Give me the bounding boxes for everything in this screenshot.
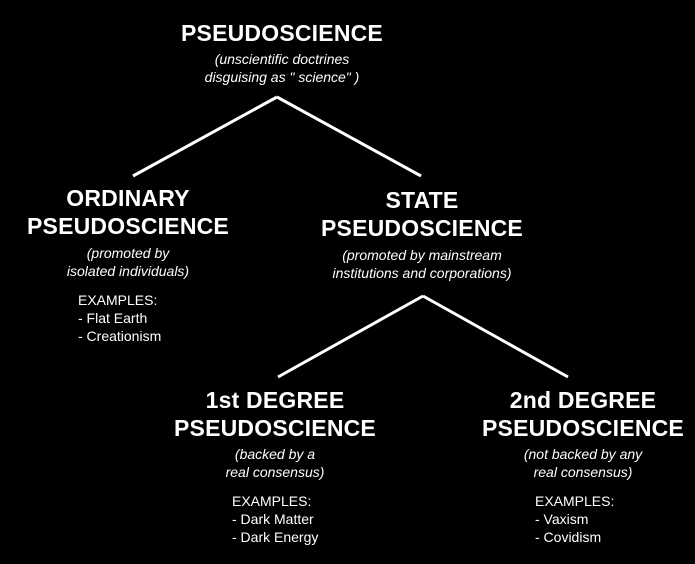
second-degree-examples-heading: EXAMPLES:	[535, 493, 615, 509]
second-degree-node: 2nd DEGREE PSEUDOSCIENCE (not backed by …	[463, 386, 695, 481]
state-title-line2: PSEUDOSCIENCE	[321, 215, 523, 241]
second-degree-examples: EXAMPLES: - Vaxism - Covidism	[535, 492, 614, 546]
first-degree-title-line2: PSEUDOSCIENCE	[174, 415, 376, 441]
ordinary-title: ORDINARY PSEUDOSCIENCE	[8, 184, 248, 240]
ordinary-subtitle-line2: isolated individuals)	[66, 263, 190, 279]
second-degree-example-item: - Vaxism	[535, 511, 589, 527]
root-title: PSEUDOSCIENCE	[132, 19, 432, 47]
ordinary-examples-heading: EXAMPLES:	[78, 292, 158, 308]
connector-root-to-ordinary	[132, 95, 278, 178]
ordinary-subtitle-line1: (promoted by	[86, 245, 170, 261]
state-title: STATE PSEUDOSCIENCE	[272, 186, 572, 242]
state-title-line1: STATE	[385, 187, 459, 213]
connector-state-to-first-degree	[277, 294, 424, 379]
first-degree-subtitle-line1: (backed by a	[234, 446, 316, 462]
ordinary-example-item: - Flat Earth	[78, 310, 148, 326]
second-degree-title: 2nd DEGREE PSEUDOSCIENCE	[463, 386, 695, 442]
second-degree-subtitle-line1: (not backed by any	[523, 446, 643, 462]
second-degree-subtitle: (not backed by any real consensus)	[463, 445, 695, 481]
state-subtitle: (promoted by mainstream institutions and…	[272, 246, 572, 282]
root-subtitle-line1: (unscientific doctrines	[214, 51, 350, 67]
state-subtitle-line1: (promoted by mainstream	[342, 247, 502, 263]
ordinary-example-item: - Creationism	[78, 328, 162, 344]
first-degree-example-item: - Dark Energy	[232, 529, 319, 545]
connector-state-to-second-degree	[422, 294, 569, 379]
ordinary-subtitle: (promoted by isolated individuals)	[8, 244, 248, 280]
first-degree-example-item: - Dark Matter	[232, 511, 314, 527]
second-degree-title-line1: 2nd DEGREE	[509, 387, 657, 413]
second-degree-title-line2: PSEUDOSCIENCE	[482, 415, 684, 441]
root-subtitle: (unscientific doctrines disguising as " …	[132, 50, 432, 86]
ordinary-title-line1: ORDINARY	[66, 185, 190, 211]
first-degree-examples-heading: EXAMPLES:	[232, 493, 312, 509]
first-degree-subtitle-line2: real consensus)	[225, 464, 325, 480]
second-degree-subtitle-line2: real consensus)	[533, 464, 633, 480]
first-degree-title-line1: 1st DEGREE	[205, 387, 345, 413]
root-title-text: PSEUDOSCIENCE	[181, 20, 383, 46]
ordinary-examples: EXAMPLES: - Flat Earth - Creationism	[78, 291, 161, 345]
first-degree-examples: EXAMPLES: - Dark Matter - Dark Energy	[232, 492, 318, 546]
ordinary-title-line2: PSEUDOSCIENCE	[27, 213, 229, 239]
connector-root-to-state	[276, 95, 422, 178]
state-subtitle-line2: institutions and corporations)	[332, 265, 512, 281]
first-degree-subtitle: (backed by a real consensus)	[155, 445, 395, 481]
first-degree-title: 1st DEGREE PSEUDOSCIENCE	[155, 386, 395, 442]
state-node: STATE PSEUDOSCIENCE (promoted by mainstr…	[272, 186, 572, 282]
second-degree-example-item: - Covidism	[535, 529, 602, 545]
first-degree-node: 1st DEGREE PSEUDOSCIENCE (backed by a re…	[155, 386, 395, 481]
root-subtitle-line2: disguising as " science" )	[204, 69, 360, 85]
root-node: PSEUDOSCIENCE (unscientific doctrines di…	[132, 19, 432, 86]
ordinary-node: ORDINARY PSEUDOSCIENCE (promoted by isol…	[8, 184, 248, 280]
